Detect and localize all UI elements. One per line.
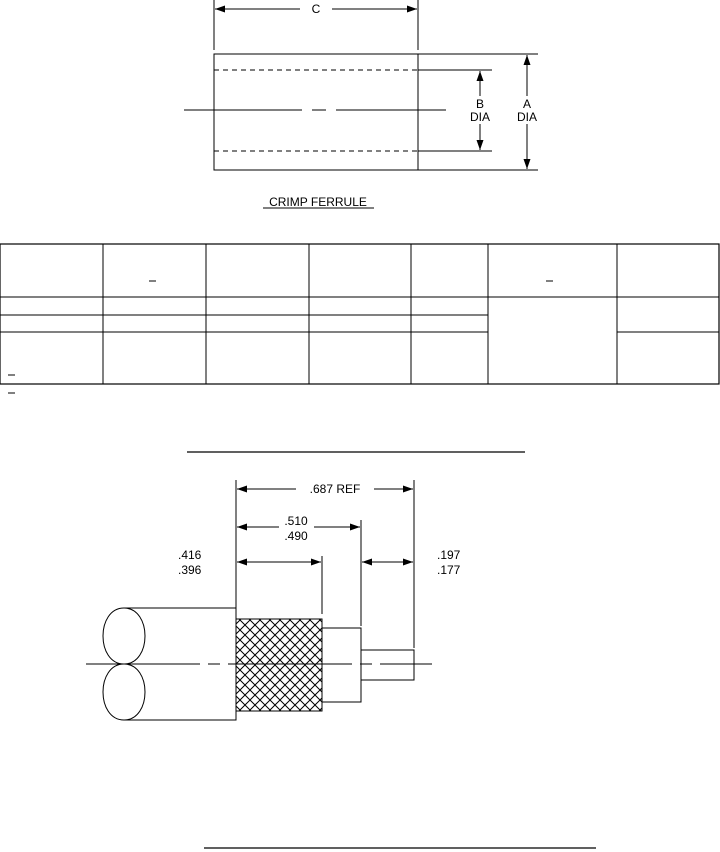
crimp-ferrule-drawing: C B DIA A DIA CRIMP FERRULE [184,0,538,209]
braid-upper-label: .510 [284,514,308,528]
cable-break-upper [102,607,146,665]
braid-lower-label: .490 [284,529,308,543]
ferrule-body [213,53,419,171]
braid-shield [235,618,323,712]
cable-strip-drawing: .687 REF .510 .490 .416 .396 .197 .177 [86,480,461,721]
ferrule-title: CRIMP FERRULE [269,195,367,209]
dielectric [321,627,362,703]
dim-b-letter: B [476,97,484,111]
overall-ref-label: .687 REF [310,482,361,496]
table-border [0,243,720,385]
pin-upper-label: .197 [437,548,461,562]
dim-c-label: C [312,2,321,16]
jacket-upper-label: .416 [178,548,202,562]
pin-lower-label: .177 [437,563,461,577]
dim-a-letter: A [523,97,531,111]
dim-a-dia: DIA [517,110,537,124]
cable-break-lower [102,663,146,721]
jacket-lower-label: .396 [178,563,202,577]
dimensions-table [0,243,720,385]
dim-b-dia: DIA [470,110,490,124]
center-conductor [360,649,415,681]
